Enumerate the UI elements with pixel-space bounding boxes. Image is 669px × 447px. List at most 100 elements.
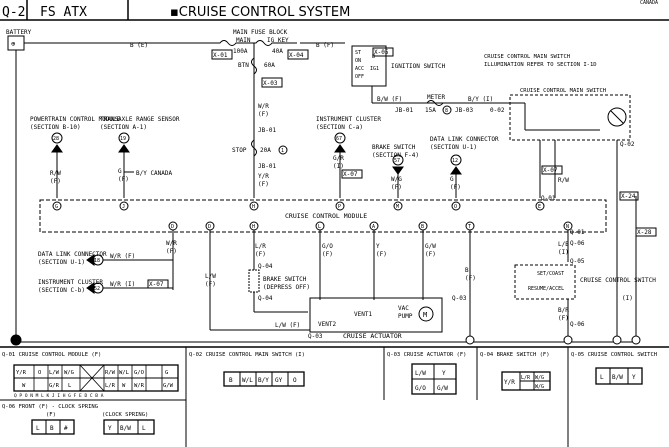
svg-text:O: O xyxy=(454,204,457,210)
svg-text:(F): (F) xyxy=(376,251,387,258)
ignition-switch-icon xyxy=(351,45,387,87)
connector-views: Q-01 CRUISE CONTROL MODULE (F) Y/R O L/W… xyxy=(0,347,657,447)
svg-text:12: 12 xyxy=(452,158,458,164)
svg-text:⊕: ⊕ xyxy=(11,40,16,48)
svg-text:ACC: ACC xyxy=(355,66,364,72)
svg-text:W/L: W/L xyxy=(119,370,130,376)
control-switch-box xyxy=(514,264,576,300)
svg-text:L/W: L/W xyxy=(415,370,426,377)
svg-text:(I): (I) xyxy=(558,249,569,256)
main-switch-box xyxy=(509,94,631,141)
svg-text:ST: ST xyxy=(355,50,361,56)
svg-text:(F): (F) xyxy=(118,176,129,183)
svg-text:(F): (F) xyxy=(166,248,177,255)
svg-text:G: G xyxy=(55,204,58,210)
svg-text:(F): (F) xyxy=(450,184,461,191)
svg-text:67: 67 xyxy=(336,136,342,142)
q02-title: Q-02 CRUISE CONTROL MAIN SWITCH (I) xyxy=(189,352,305,358)
svg-text:JB-01: JB-01 xyxy=(395,107,413,114)
svg-text:MAIN: MAIN xyxy=(236,37,251,44)
svg-text:L/R: L/R xyxy=(105,383,116,389)
svg-text:W/R: W/R xyxy=(166,240,177,247)
wire-battery-out: B (E) xyxy=(130,42,148,49)
cruise-control-module: CRUISE CONTROL MODULE G J H P M O E D D … xyxy=(39,199,607,338)
svg-text:ILLUMINATION REFER TO SECTION: ILLUMINATION REFER TO SECTION I-1D xyxy=(484,62,597,68)
svg-text:Q-03: Q-03 xyxy=(308,333,323,340)
svg-text:CRUISE CONTROL MAIN SWITCH: CRUISE CONTROL MAIN SWITCH xyxy=(484,54,570,60)
svg-text:G: G xyxy=(450,176,454,183)
svg-text:O: O xyxy=(38,370,41,376)
svg-text:(I): (I) xyxy=(622,295,633,302)
svg-text:15A: 15A xyxy=(425,107,436,114)
svg-text:G/R: G/R xyxy=(333,155,344,162)
svg-text:(I): (I) xyxy=(333,163,344,170)
svg-text:X-07: X-07 xyxy=(149,281,164,288)
svg-text:W/G: W/G xyxy=(64,370,74,376)
svg-text:Y/R: Y/R xyxy=(16,370,27,376)
svg-text:X-24: X-24 xyxy=(621,193,636,200)
svg-text:(SECTION A-1): (SECTION A-1) xyxy=(100,124,147,131)
svg-text:A: A xyxy=(372,224,375,230)
svg-text:(F): (F) xyxy=(255,251,266,258)
svg-text:X-03: X-03 xyxy=(263,80,278,87)
main-switch-section: CRUISE CONTROL MAIN SWITCH ILLUMINATION … xyxy=(484,54,657,338)
q04-title: Q-04 BRAKE SWITCH (F) xyxy=(480,352,550,358)
svg-text:Q-04: Q-04 xyxy=(258,295,273,302)
svg-text:28: 28 xyxy=(53,136,59,142)
svg-text:CRUISE CONTROL MAIN SWITCH: CRUISE CONTROL MAIN SWITCH xyxy=(520,88,606,94)
svg-text:Y: Y xyxy=(376,243,380,250)
q03-title: Q-03 CRUISE ACTUATOR (F) xyxy=(387,352,466,358)
svg-text:R/W: R/W xyxy=(105,370,116,376)
svg-text:G/O: G/O xyxy=(415,385,426,392)
svg-text:D: D xyxy=(171,224,174,230)
svg-text:H: H xyxy=(252,224,255,230)
svg-text:D: D xyxy=(208,224,211,230)
svg-text:JB-01: JB-01 xyxy=(258,163,276,170)
page-title: ▪CRUISE CONTROL SYSTEM xyxy=(170,5,350,20)
svg-text:Q P O N M L K J I H: Q P O N M L K J I H G F E D C B A xyxy=(14,393,104,399)
svg-text:(F): (F) xyxy=(465,275,476,282)
svg-text:L: L xyxy=(68,383,72,389)
svg-text:SET/COAST: SET/COAST xyxy=(537,271,564,277)
svg-text:INSTRUMENT CLUSTER: INSTRUMENT CLUSTER xyxy=(38,279,103,286)
svg-text:G: G xyxy=(165,370,168,376)
svg-text:(F): (F) xyxy=(205,281,216,288)
svg-text:8: 8 xyxy=(445,108,448,114)
svg-text:R/W: R/W xyxy=(50,170,61,177)
svg-text:W/L: W/L xyxy=(242,377,253,384)
model-label: FS ATX xyxy=(40,5,87,20)
svg-text:B: B xyxy=(372,54,375,60)
svg-text:STOP: STOP xyxy=(232,147,247,154)
svg-text:(SECTION B-10): (SECTION B-10) xyxy=(30,124,81,131)
svg-text:57: 57 xyxy=(394,158,400,164)
svg-text:VENT1: VENT1 xyxy=(354,311,372,318)
svg-text:W/R (F): W/R (F) xyxy=(110,253,135,260)
svg-text:R/W: R/W xyxy=(558,177,569,184)
svg-text:G/W: G/W xyxy=(163,383,174,389)
svg-text:B: B xyxy=(229,377,233,384)
svg-text:(SECTION C-a): (SECTION C-a) xyxy=(316,124,363,131)
svg-text:X-05: X-05 xyxy=(374,49,389,56)
svg-text:Q-04: Q-04 xyxy=(258,263,273,270)
svg-text:40A: 40A xyxy=(272,48,283,55)
svg-text:CRUISE CONTROL SWITCH: CRUISE CONTROL SWITCH xyxy=(580,277,656,284)
svg-text:B (F): B (F) xyxy=(316,42,334,49)
svg-text:W/R: W/R xyxy=(258,103,269,110)
svg-text:E: E xyxy=(538,204,541,210)
section-id: Q-2 xyxy=(2,5,25,20)
svg-text:Q-06: Q-06 xyxy=(570,321,585,328)
svg-text:IG1: IG1 xyxy=(370,66,379,72)
svg-text:DATA LINK CONNECTOR: DATA LINK CONNECTOR xyxy=(38,251,107,258)
svg-text:PUMP: PUMP xyxy=(398,313,413,320)
pump-motor-icon xyxy=(418,306,434,322)
cruise-control-switch: Q-06 Q-05 Q-01 SET/COAST RESUME/ACCEL CR… xyxy=(514,229,656,338)
svg-text:W/G: W/G xyxy=(535,384,544,390)
svg-text:L: L xyxy=(600,374,604,381)
main-switch-lamp-icon xyxy=(607,107,627,127)
svg-text:L/B: L/B xyxy=(558,241,569,248)
svg-text:G/W: G/W xyxy=(425,243,436,250)
brake-switch-icon xyxy=(248,269,260,293)
svg-text:BRAKE SWITCH: BRAKE SWITCH xyxy=(372,144,416,151)
svg-text:#: # xyxy=(64,425,68,432)
svg-text:B/W: B/W xyxy=(120,425,131,432)
